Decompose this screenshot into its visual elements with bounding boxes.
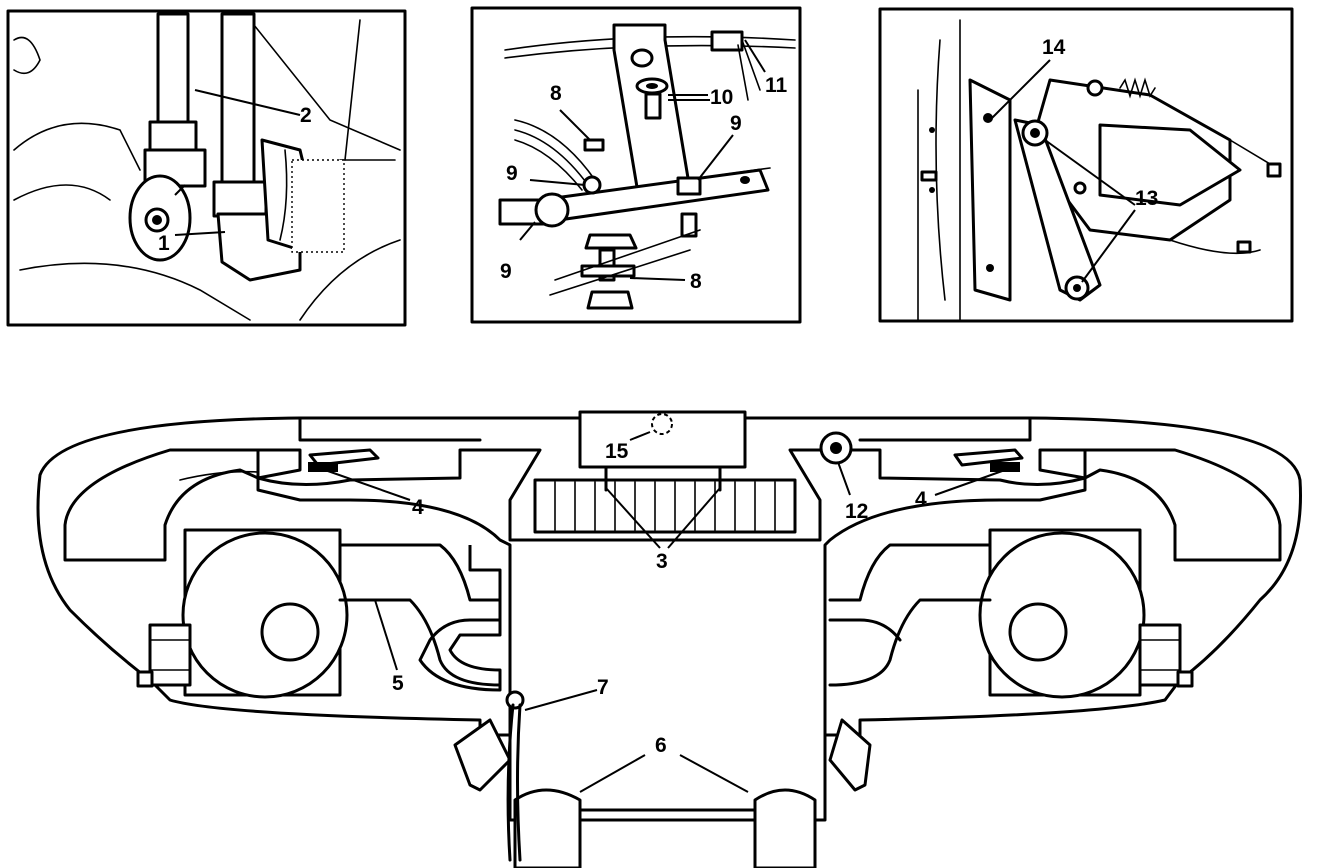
callout-8-bottom: 8 <box>690 270 702 293</box>
callout-15: 15 <box>605 440 629 463</box>
callout-2: 2 <box>300 104 312 127</box>
callout-9-bottom: 9 <box>500 260 512 283</box>
callout-6: 6 <box>655 734 667 757</box>
callout-12: 12 <box>845 500 868 523</box>
callout-10: 10 <box>710 86 733 109</box>
grille-slats <box>554 481 776 531</box>
callout-8-top: 8 <box>550 82 562 105</box>
panel-top-right: 14 13 <box>878 7 1294 323</box>
callout-9-left: 9 <box>506 162 518 185</box>
callout-1: 1 <box>158 232 170 255</box>
callout-9-right: 9 <box>730 112 742 135</box>
callout-3: 3 <box>656 550 668 573</box>
main-view: 15 12 4 4 3 5 7 6 <box>36 410 1302 868</box>
callout-11: 11 <box>765 74 788 97</box>
callout-4-right: 4 <box>915 488 927 511</box>
callout-14: 14 <box>1042 36 1066 59</box>
callout-4-left: 4 <box>412 496 424 519</box>
panel-top-left: 1 2 <box>6 9 407 327</box>
callout-13: 13 <box>1135 187 1158 210</box>
callout-5: 5 <box>392 672 404 695</box>
panel-top-middle: 8 10 11 9 9 9 8 <box>470 6 802 324</box>
callout-7: 7 <box>597 676 609 699</box>
